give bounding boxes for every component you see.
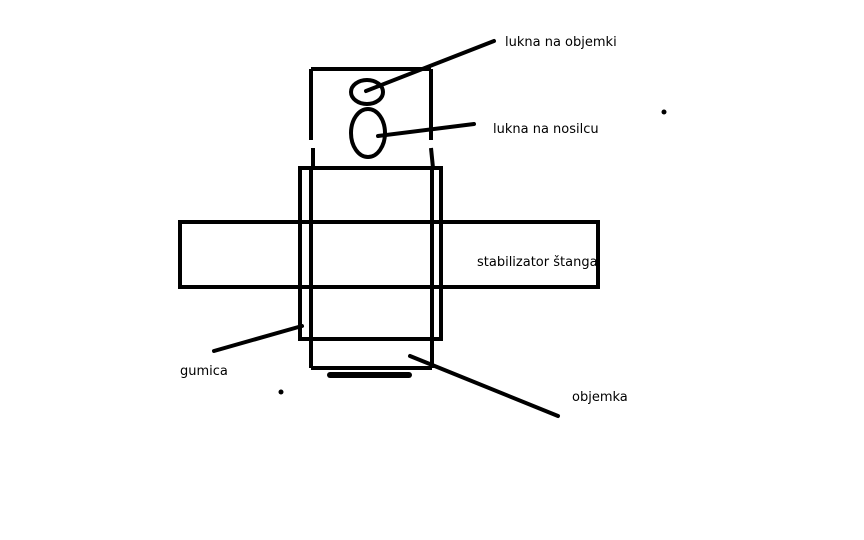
label-hole-on-carrier: lukna na nosilcu xyxy=(493,122,599,137)
leader-line-hole-on-clamp xyxy=(364,39,496,93)
clamp-upper xyxy=(309,67,435,169)
stray-dot xyxy=(278,389,284,395)
clamp-bottom-bar xyxy=(327,372,412,378)
hole-on-clamp xyxy=(349,78,385,106)
leader-line-rubber-bushing xyxy=(212,324,304,353)
hole-on-carrier xyxy=(349,107,387,159)
label-rubber-bushing: gumica xyxy=(180,364,228,379)
rubber-bushing xyxy=(298,166,443,341)
clamp-lower xyxy=(309,168,434,370)
stabilizer-bar xyxy=(178,220,600,289)
label-clamp: objemka xyxy=(572,390,628,405)
leader-line-clamp xyxy=(408,354,560,418)
leader-line-hole-on-carrier xyxy=(376,122,476,138)
label-hole-on-clamp: lukna na objemki xyxy=(505,35,617,50)
stray-dot xyxy=(661,109,667,115)
leader-lines xyxy=(212,39,560,418)
label-stabilizer-bar: stabilizator štanga xyxy=(477,255,598,270)
